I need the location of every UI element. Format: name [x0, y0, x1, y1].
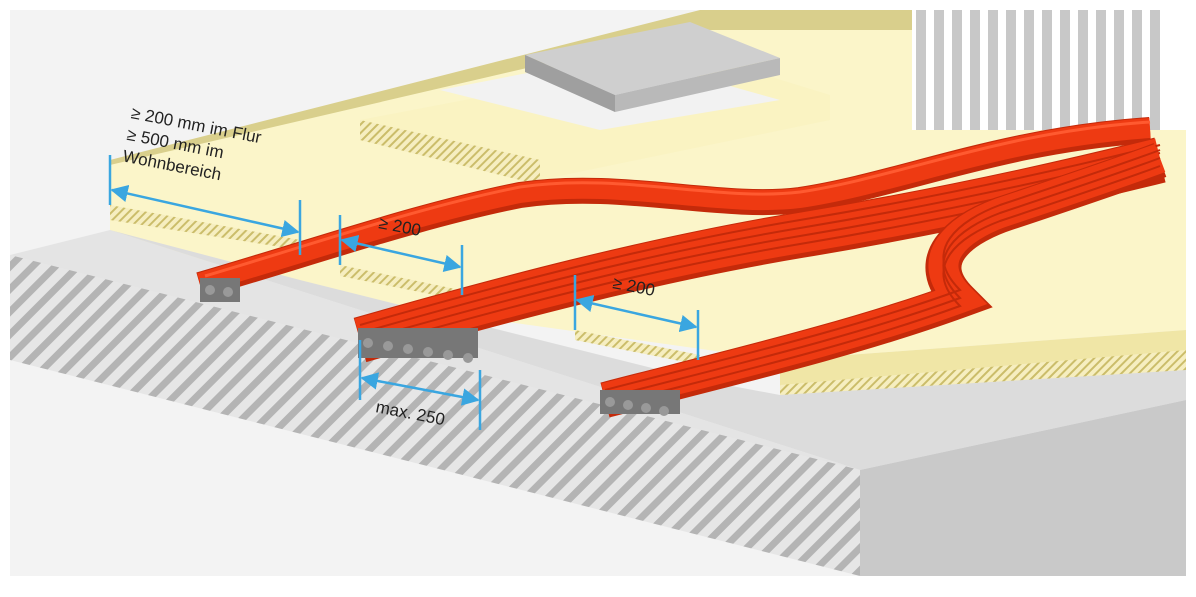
dim-wall-distance: [110, 184, 300, 238]
upper-block-top: [525, 22, 780, 95]
edge-strip-2: [340, 265, 460, 300]
dim-max-width: [360, 372, 480, 406]
edge-strip-3: [575, 330, 700, 365]
slab-side: [860, 400, 1186, 576]
raised-step-edge: [360, 120, 540, 185]
dimension-arrow-icon: [108, 155, 700, 430]
pipe-bundle-3: [600, 143, 1167, 418]
dim-gap-1: [340, 234, 462, 273]
slab-ledge: [110, 230, 1186, 470]
manifold-icon: [912, 10, 1186, 130]
upper-block-front: [615, 58, 780, 112]
slab-front-hatch: [10, 255, 860, 576]
upper-block-side: [525, 55, 615, 112]
dim-gap-2: [575, 294, 698, 333]
